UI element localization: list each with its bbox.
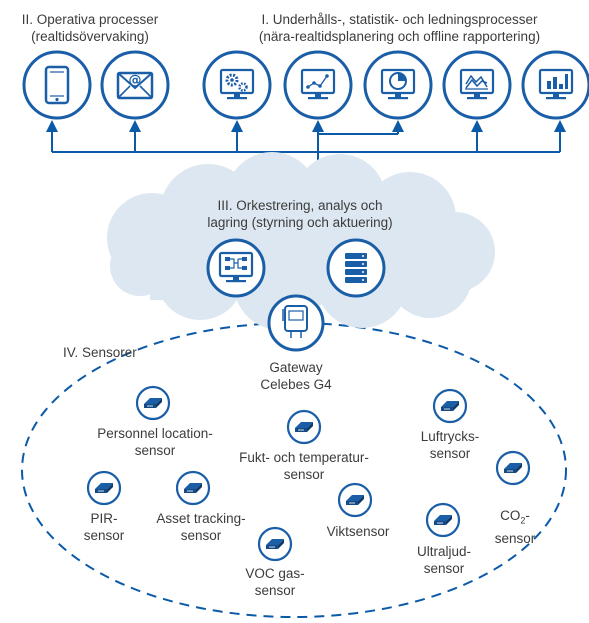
pir-sensor-label: PIR- sensor (83, 511, 125, 543)
top-icons: @ (22, 50, 589, 120)
section-ii-subtitle: (realtidsövervaking) (31, 29, 149, 44)
personnel-location-sensor-label: Personnel location- sensor (97, 426, 213, 458)
humidity-temperature-sensor-label: Fukt- och temperatur- sensor (239, 450, 369, 482)
voc-gas-sensor-label: VOC gas- sensor (245, 566, 305, 598)
bar-chart-monitor-icon (521, 50, 589, 120)
air-pressure-sensor-label: Luftrycks- sensor (420, 429, 480, 461)
ultrasound-sensor-icon (425, 502, 461, 538)
asset-tracking-sensor-label: Asset tracking- sensor (156, 511, 246, 543)
personnel-location-sensor-icon (135, 385, 171, 421)
co2-prefix: CO (500, 508, 521, 523)
gateway-device-icon (267, 294, 325, 352)
pie-chart-monitor-icon (363, 50, 433, 120)
co2-sensor-label: CO2- sensor (480, 490, 550, 547)
cloud (107, 152, 495, 330)
section-iii-title: III. Orkestrering, analys och (217, 198, 383, 213)
email-envelope-icon: @ (100, 50, 170, 120)
section-iii-subtitle: lagring (styrning och aktuering) (207, 215, 393, 230)
server-rack-icon (326, 238, 386, 298)
section-ii-title: II. Operativa processer (21, 12, 159, 27)
co2-line2: sensor (494, 530, 536, 546)
humidity-temperature-sensor-icon (286, 409, 322, 445)
workflow-monitor-icon (206, 238, 266, 298)
section-i-title: I. Underhålls-, statistik- och ledningsp… (261, 12, 538, 27)
weight-sensor-icon (337, 482, 373, 518)
section-i-subtitle: (nära-realtidsplanering och offline rapp… (258, 29, 541, 44)
air-pressure-sensor-icon (432, 388, 468, 424)
gateway-label-line2: Celebes G4 (260, 377, 332, 392)
ultrasound-sensor-label: Ultraljud- sensor (416, 544, 471, 576)
smartphone-icon (22, 50, 92, 120)
co2-sensor-icon (495, 450, 531, 486)
co2-suffix: - (525, 508, 530, 523)
co2-subscript: 2 (520, 515, 526, 526)
line-graph-monitor-icon (283, 50, 353, 120)
pir-sensor-icon (86, 470, 122, 506)
area-chart-monitor-icon (442, 50, 512, 120)
asset-tracking-sensor-icon (175, 470, 211, 506)
gateway-label-line1: Gateway (269, 360, 323, 375)
gears-monitor-icon (202, 50, 272, 120)
svg-text:@: @ (129, 73, 142, 88)
weight-sensor-label: Viktsensor (326, 524, 390, 539)
section-iv-title: IV. Sensorer (63, 345, 137, 360)
